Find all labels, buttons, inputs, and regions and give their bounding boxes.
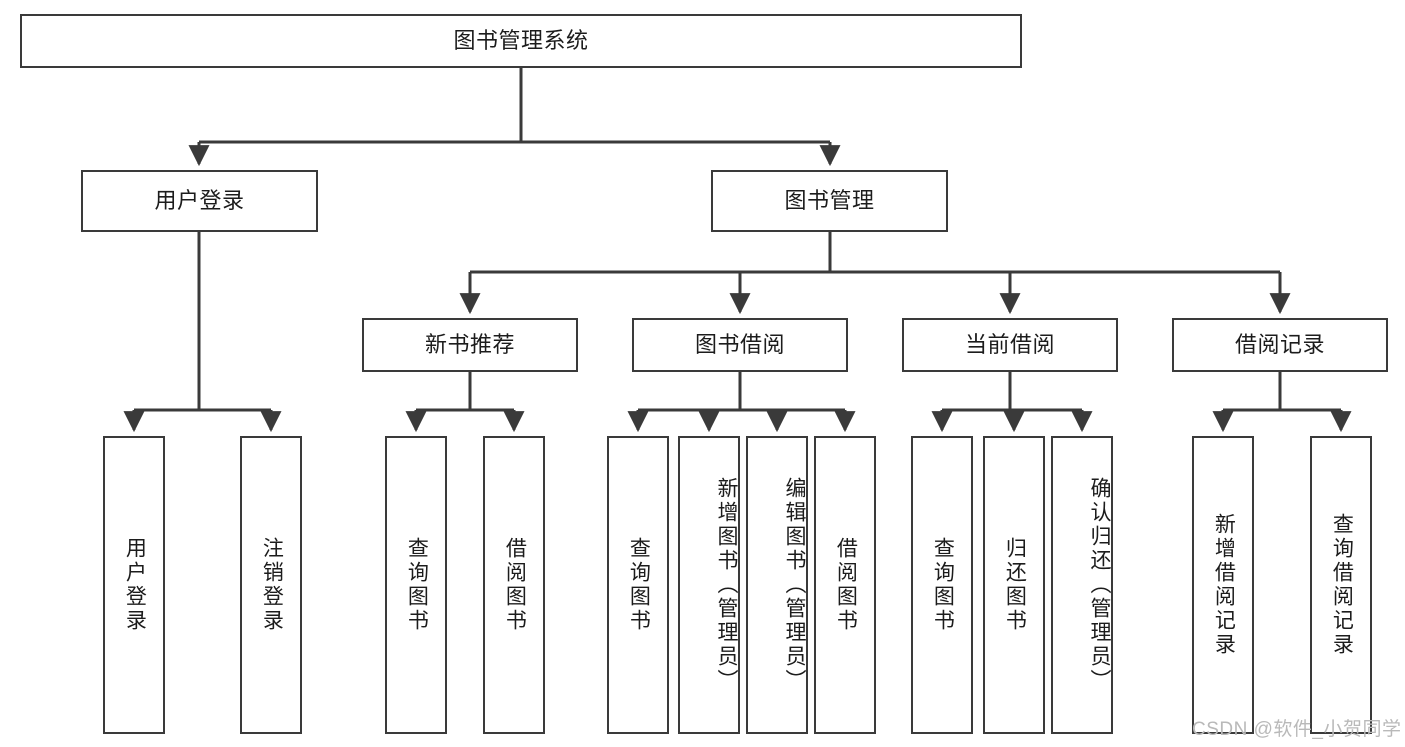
leaf-confirm-return[interactable]: 确认归还（管理员） bbox=[1051, 436, 1113, 734]
leaf-query-record[interactable]: 查询借阅记录 bbox=[1310, 436, 1372, 734]
leaf-query-book-3-label: 查询图书 bbox=[931, 537, 955, 633]
leaf-borrow-book-2-label: 借阅图书 bbox=[834, 537, 858, 633]
node-user-login-label: 用户登录 bbox=[154, 188, 245, 214]
csdn-watermark: CSDN @软件_小贺同学 bbox=[1192, 719, 1402, 740]
leaf-add-book-label: 新增图书（管理员） bbox=[715, 477, 738, 693]
leaf-query-book-1[interactable]: 查询图书 bbox=[385, 436, 447, 734]
leaf-edit-book[interactable]: 编辑图书（管理员） bbox=[746, 436, 808, 734]
leaf-query-book-3[interactable]: 查询图书 bbox=[911, 436, 973, 734]
leaf-query-record-label: 查询借阅记录 bbox=[1330, 513, 1354, 657]
leaf-confirm-return-label: 确认归还（管理员） bbox=[1088, 477, 1111, 693]
node-book-borrow[interactable]: 图书借阅 bbox=[632, 318, 848, 372]
node-book-manage-label: 图书管理 bbox=[784, 188, 875, 214]
leaf-borrow-book-1-label: 借阅图书 bbox=[503, 537, 527, 633]
node-root[interactable]: 图书管理系统 bbox=[20, 14, 1022, 68]
node-new-book-rec[interactable]: 新书推荐 bbox=[362, 318, 578, 372]
leaf-return-book[interactable]: 归还图书 bbox=[983, 436, 1045, 734]
node-new-book-rec-label: 新书推荐 bbox=[424, 332, 515, 358]
node-borrow-record[interactable]: 借阅记录 bbox=[1172, 318, 1388, 372]
leaf-query-book-2[interactable]: 查询图书 bbox=[607, 436, 669, 734]
leaf-add-book[interactable]: 新增图书（管理员） bbox=[678, 436, 740, 734]
leaf-query-book-2-label: 查询图书 bbox=[627, 537, 651, 633]
leaf-query-book-1-label: 查询图书 bbox=[405, 537, 429, 633]
leaf-logout[interactable]: 注销登录 bbox=[240, 436, 302, 734]
leaf-user-login-label: 用户登录 bbox=[123, 537, 147, 633]
node-current-borrow-label: 当前借阅 bbox=[964, 332, 1055, 358]
node-book-manage[interactable]: 图书管理 bbox=[711, 170, 948, 232]
node-current-borrow[interactable]: 当前借阅 bbox=[902, 318, 1118, 372]
leaf-add-record-label: 新增借阅记录 bbox=[1212, 513, 1236, 657]
leaf-edit-book-label: 编辑图书（管理员） bbox=[783, 477, 806, 693]
leaf-return-book-label: 归还图书 bbox=[1003, 537, 1027, 633]
leaf-borrow-book-2[interactable]: 借阅图书 bbox=[814, 436, 876, 734]
node-borrow-record-label: 借阅记录 bbox=[1234, 332, 1325, 358]
node-user-login[interactable]: 用户登录 bbox=[81, 170, 318, 232]
leaf-logout-label: 注销登录 bbox=[260, 537, 284, 633]
node-root-label: 图书管理系统 bbox=[453, 28, 589, 54]
leaf-user-login[interactable]: 用户登录 bbox=[103, 436, 165, 734]
leaf-borrow-book-1[interactable]: 借阅图书 bbox=[483, 436, 545, 734]
leaf-add-record[interactable]: 新增借阅记录 bbox=[1192, 436, 1254, 734]
node-book-borrow-label: 图书借阅 bbox=[694, 332, 785, 358]
